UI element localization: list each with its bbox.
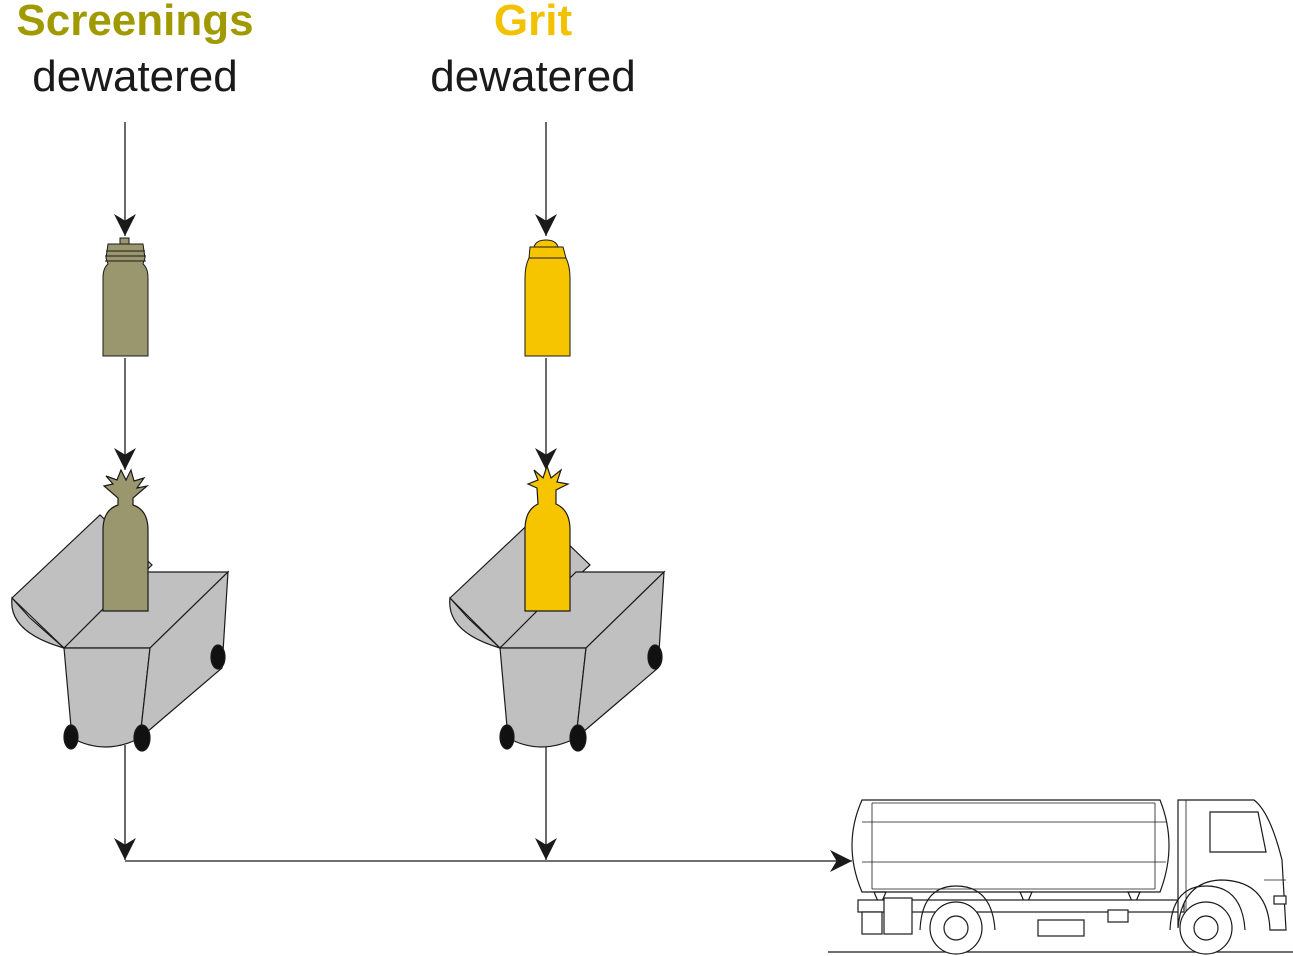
grit-subtitle: dewatered bbox=[430, 52, 635, 101]
grit-title: Grit bbox=[494, 0, 573, 45]
screenings-title: Screenings bbox=[16, 0, 253, 45]
flow-arrows bbox=[114, 122, 852, 872]
tanker-truck-icon bbox=[828, 799, 1293, 955]
screenings-wheeled-container-icon bbox=[11, 468, 230, 752]
grit-wheeled-container-icon bbox=[449, 464, 666, 752]
screenings-bag-icon bbox=[102, 237, 149, 357]
grit-bag-icon bbox=[524, 239, 571, 357]
screenings-subtitle: dewatered bbox=[32, 52, 237, 101]
